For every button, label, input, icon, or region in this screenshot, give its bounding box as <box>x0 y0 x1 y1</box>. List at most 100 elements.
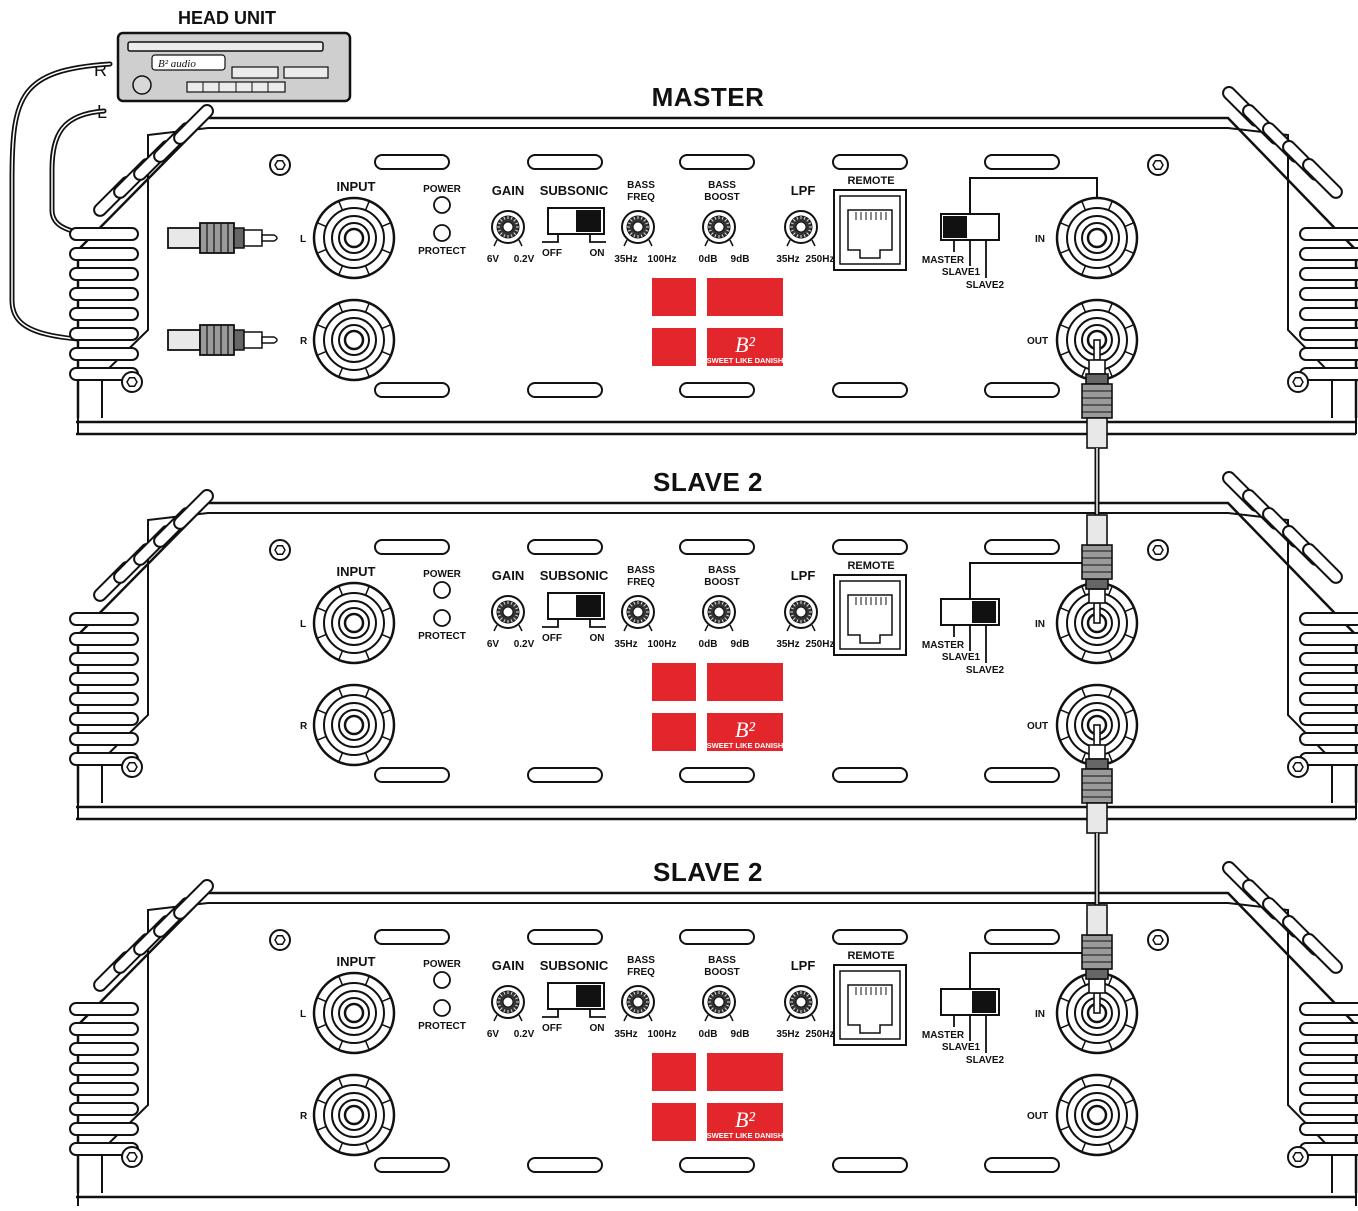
mode-slave2-label: SLAVE2 <box>966 280 1005 291</box>
rca-plug-in <box>1081 514 1113 624</box>
bass-boost-max-label: 9dB <box>731 639 750 650</box>
gain-max-label: 0.2V <box>514 1029 535 1040</box>
power-led-icon <box>433 971 451 989</box>
mode-master-label: MASTER <box>922 1030 965 1041</box>
remote-port[interactable] <box>833 964 907 1046</box>
bass-freq-knob[interactable] <box>621 985 655 1022</box>
mode-master-label: MASTER <box>922 640 965 651</box>
lpf-knob[interactable] <box>784 595 818 632</box>
subsonic-on-label: ON <box>590 633 605 644</box>
bass-boost-label-2: BOOST <box>704 577 740 588</box>
gain-knob[interactable] <box>491 595 525 632</box>
input-l-socket[interactable] <box>312 971 396 1055</box>
input-l-socket[interactable] <box>312 581 396 665</box>
protect-led-label: PROTECT <box>418 246 466 257</box>
rca-plug-in <box>1081 904 1113 1014</box>
heatsink-fins-left <box>69 879 214 1156</box>
heatsink-fins-right <box>1222 471 1358 766</box>
amplifier-title: MASTER <box>652 82 765 112</box>
bass-freq-knob[interactable] <box>621 595 655 632</box>
remote-port[interactable] <box>833 574 907 656</box>
mode-master-label: MASTER <box>922 255 965 266</box>
bass-boost-min-label: 0dB <box>699 639 718 650</box>
bass-boost-max-label: 9dB <box>731 1029 750 1040</box>
subsonic-switch[interactable] <box>547 982 605 1010</box>
heatsink-fins-left <box>69 489 214 766</box>
subsonic-on-label: ON <box>590 1023 605 1034</box>
in-socket[interactable] <box>1055 196 1139 280</box>
power-led-label: POWER <box>423 959 462 970</box>
gain-knob[interactable] <box>491 985 525 1022</box>
input-label: INPUT <box>337 564 376 579</box>
subsonic-label: SUBSONIC <box>540 958 609 973</box>
bass-freq-knob[interactable] <box>621 210 655 247</box>
bass-freq-label-1: BASS <box>627 955 655 966</box>
mode-slave2-label: SLAVE2 <box>966 1055 1005 1066</box>
gain-min-label: 6V <box>487 254 500 265</box>
subsonic-off-label: OFF <box>542 1023 562 1034</box>
protect-led-icon <box>433 999 451 1017</box>
lpf-max-label: 250Hz <box>806 639 835 650</box>
head-unit-brand: B² audio <box>158 58 196 70</box>
lpf-label: LPF <box>791 183 816 198</box>
head-unit-title: HEAD UNIT <box>178 8 276 28</box>
mode-switch[interactable] <box>940 213 1000 241</box>
protect-led-icon <box>433 224 451 242</box>
input-r-socket[interactable] <box>312 298 396 382</box>
lpf-knob[interactable] <box>784 985 818 1022</box>
input-r-socket[interactable] <box>312 683 396 767</box>
bass-freq-min-label: 35Hz <box>614 254 637 265</box>
input-r-label: R <box>300 336 308 347</box>
subsonic-switch[interactable] <box>547 207 605 235</box>
bass-boost-knob[interactable] <box>702 985 736 1022</box>
mode-slave2-label: SLAVE2 <box>966 665 1005 676</box>
bass-freq-label-2: FREQ <box>627 577 655 588</box>
daisy-chain-cables <box>1081 339 1113 1014</box>
input-l-socket[interactable] <box>312 196 396 280</box>
in-label: IN <box>1035 619 1045 630</box>
gain-label: GAIN <box>492 568 525 583</box>
logo-mark: B² <box>735 717 755 742</box>
mode-switch[interactable] <box>940 598 1000 626</box>
mode-slave1-label: SLAVE1 <box>942 267 981 278</box>
bass-boost-label-1: BASS <box>708 180 736 191</box>
in-label: IN <box>1035 234 1045 245</box>
logo-mark: B² <box>735 1107 755 1132</box>
remote-port[interactable] <box>833 189 907 271</box>
input-l-label: L <box>300 619 306 630</box>
gain-min-label: 6V <box>487 1029 500 1040</box>
out-label: OUT <box>1027 1111 1048 1122</box>
heatsink-fins-left <box>69 104 214 381</box>
gain-label: GAIN <box>492 958 525 973</box>
input-l-label: L <box>300 1009 306 1020</box>
lpf-min-label: 35Hz <box>776 639 799 650</box>
subsonic-switch[interactable] <box>547 592 605 620</box>
input-r-socket[interactable] <box>312 1073 396 1157</box>
gain-knob[interactable] <box>491 210 525 247</box>
input-label: INPUT <box>337 954 376 969</box>
power-led-label: POWER <box>423 184 462 195</box>
lpf-knob[interactable] <box>784 210 818 247</box>
gain-min-label: 6V <box>487 639 500 650</box>
gain-max-label: 0.2V <box>514 254 535 265</box>
bass-boost-min-label: 0dB <box>699 254 718 265</box>
mode-switch[interactable] <box>940 988 1000 1016</box>
rca-plug-out <box>1081 339 1113 449</box>
bass-boost-knob[interactable] <box>702 210 736 247</box>
remote-label: REMOTE <box>847 560 894 572</box>
subsonic-off-label: OFF <box>542 248 562 259</box>
amplifier-title: SLAVE 2 <box>653 467 763 497</box>
out-socket[interactable] <box>1055 1073 1139 1157</box>
bass-boost-label-1: BASS <box>708 955 736 966</box>
logo-text: SWEET LIKE DANISH <box>707 356 784 365</box>
bass-freq-max-label: 100Hz <box>648 1029 677 1040</box>
bass-freq-label-2: FREQ <box>627 192 655 203</box>
logo-mark: B² <box>735 332 755 357</box>
subsonic-off-label: OFF <box>542 633 562 644</box>
heatsink-fins-right <box>1222 86 1358 381</box>
bass-boost-knob[interactable] <box>702 595 736 632</box>
